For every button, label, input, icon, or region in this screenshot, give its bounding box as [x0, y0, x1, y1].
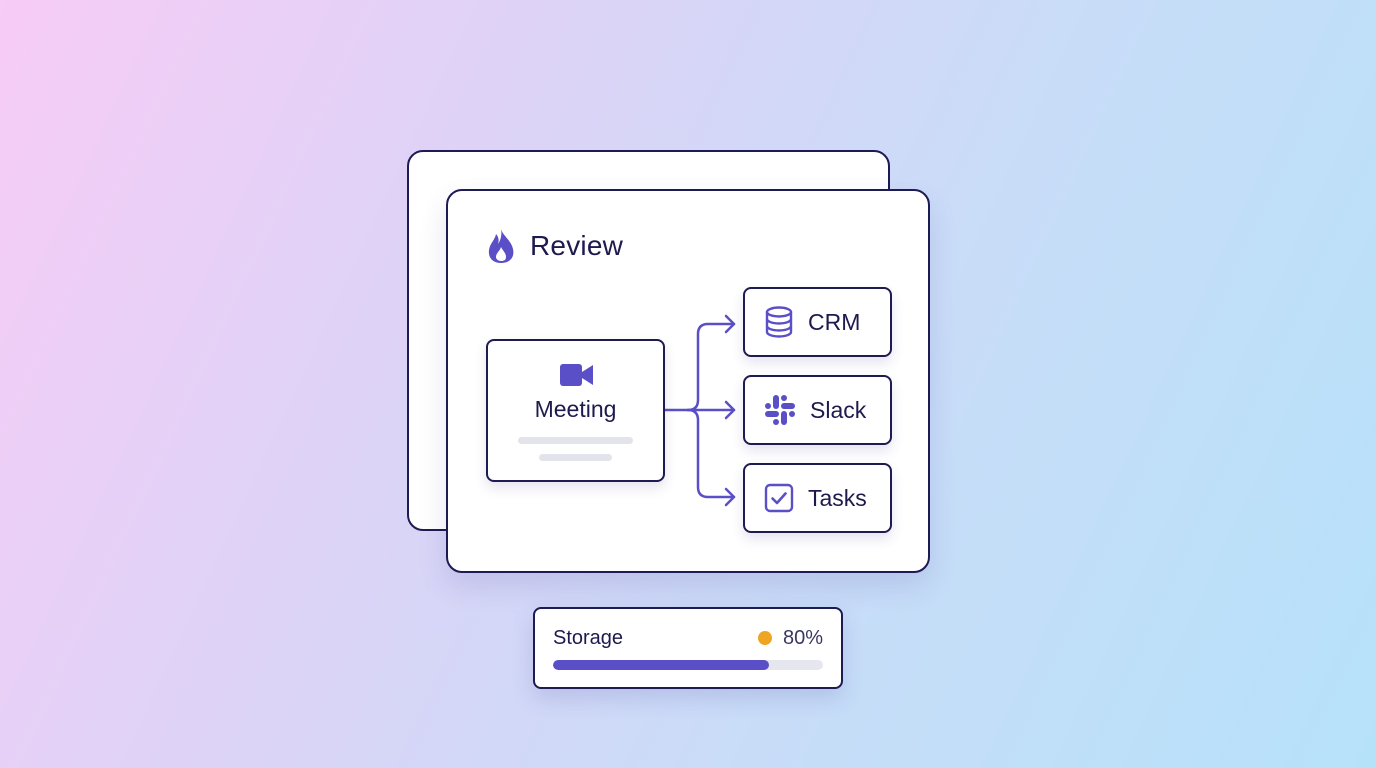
video-camera-icon [560, 364, 593, 386]
meeting-label: Meeting [534, 396, 617, 422]
arrowhead-tasks [724, 487, 736, 507]
database-icon [765, 306, 793, 338]
placeholder-line [539, 454, 612, 461]
crm-label: CRM [808, 308, 861, 335]
slack-label: Slack [810, 396, 867, 423]
flame-icon [488, 229, 514, 263]
slack-icon [765, 395, 795, 425]
checkbox-icon [764, 483, 794, 513]
storage-label: Storage [553, 627, 624, 649]
slack-node[interactable]: Slack [743, 375, 892, 445]
tasks-label: Tasks [808, 484, 867, 511]
tasks-node[interactable]: Tasks [743, 463, 892, 533]
arrowhead-crm [724, 314, 736, 334]
meeting-node[interactable]: Meeting [486, 339, 665, 482]
connector-to-tasks [686, 408, 736, 499]
storage-progress-fill [553, 660, 769, 670]
review-header: Review [486, 226, 623, 266]
connector-to-crm [686, 322, 736, 412]
storage-percent: 80% [782, 627, 823, 649]
storage-widget: Storage 80% [533, 607, 843, 689]
page-title: Review [530, 230, 624, 261]
storage-progress-track [553, 660, 823, 670]
placeholder-line [518, 437, 633, 444]
review-card: Review Meeting CRM [446, 189, 930, 573]
storage-status-dot [758, 631, 772, 645]
arrowhead-slack [724, 400, 736, 420]
connector-arrows [663, 314, 736, 507]
crm-node[interactable]: CRM [743, 287, 892, 357]
